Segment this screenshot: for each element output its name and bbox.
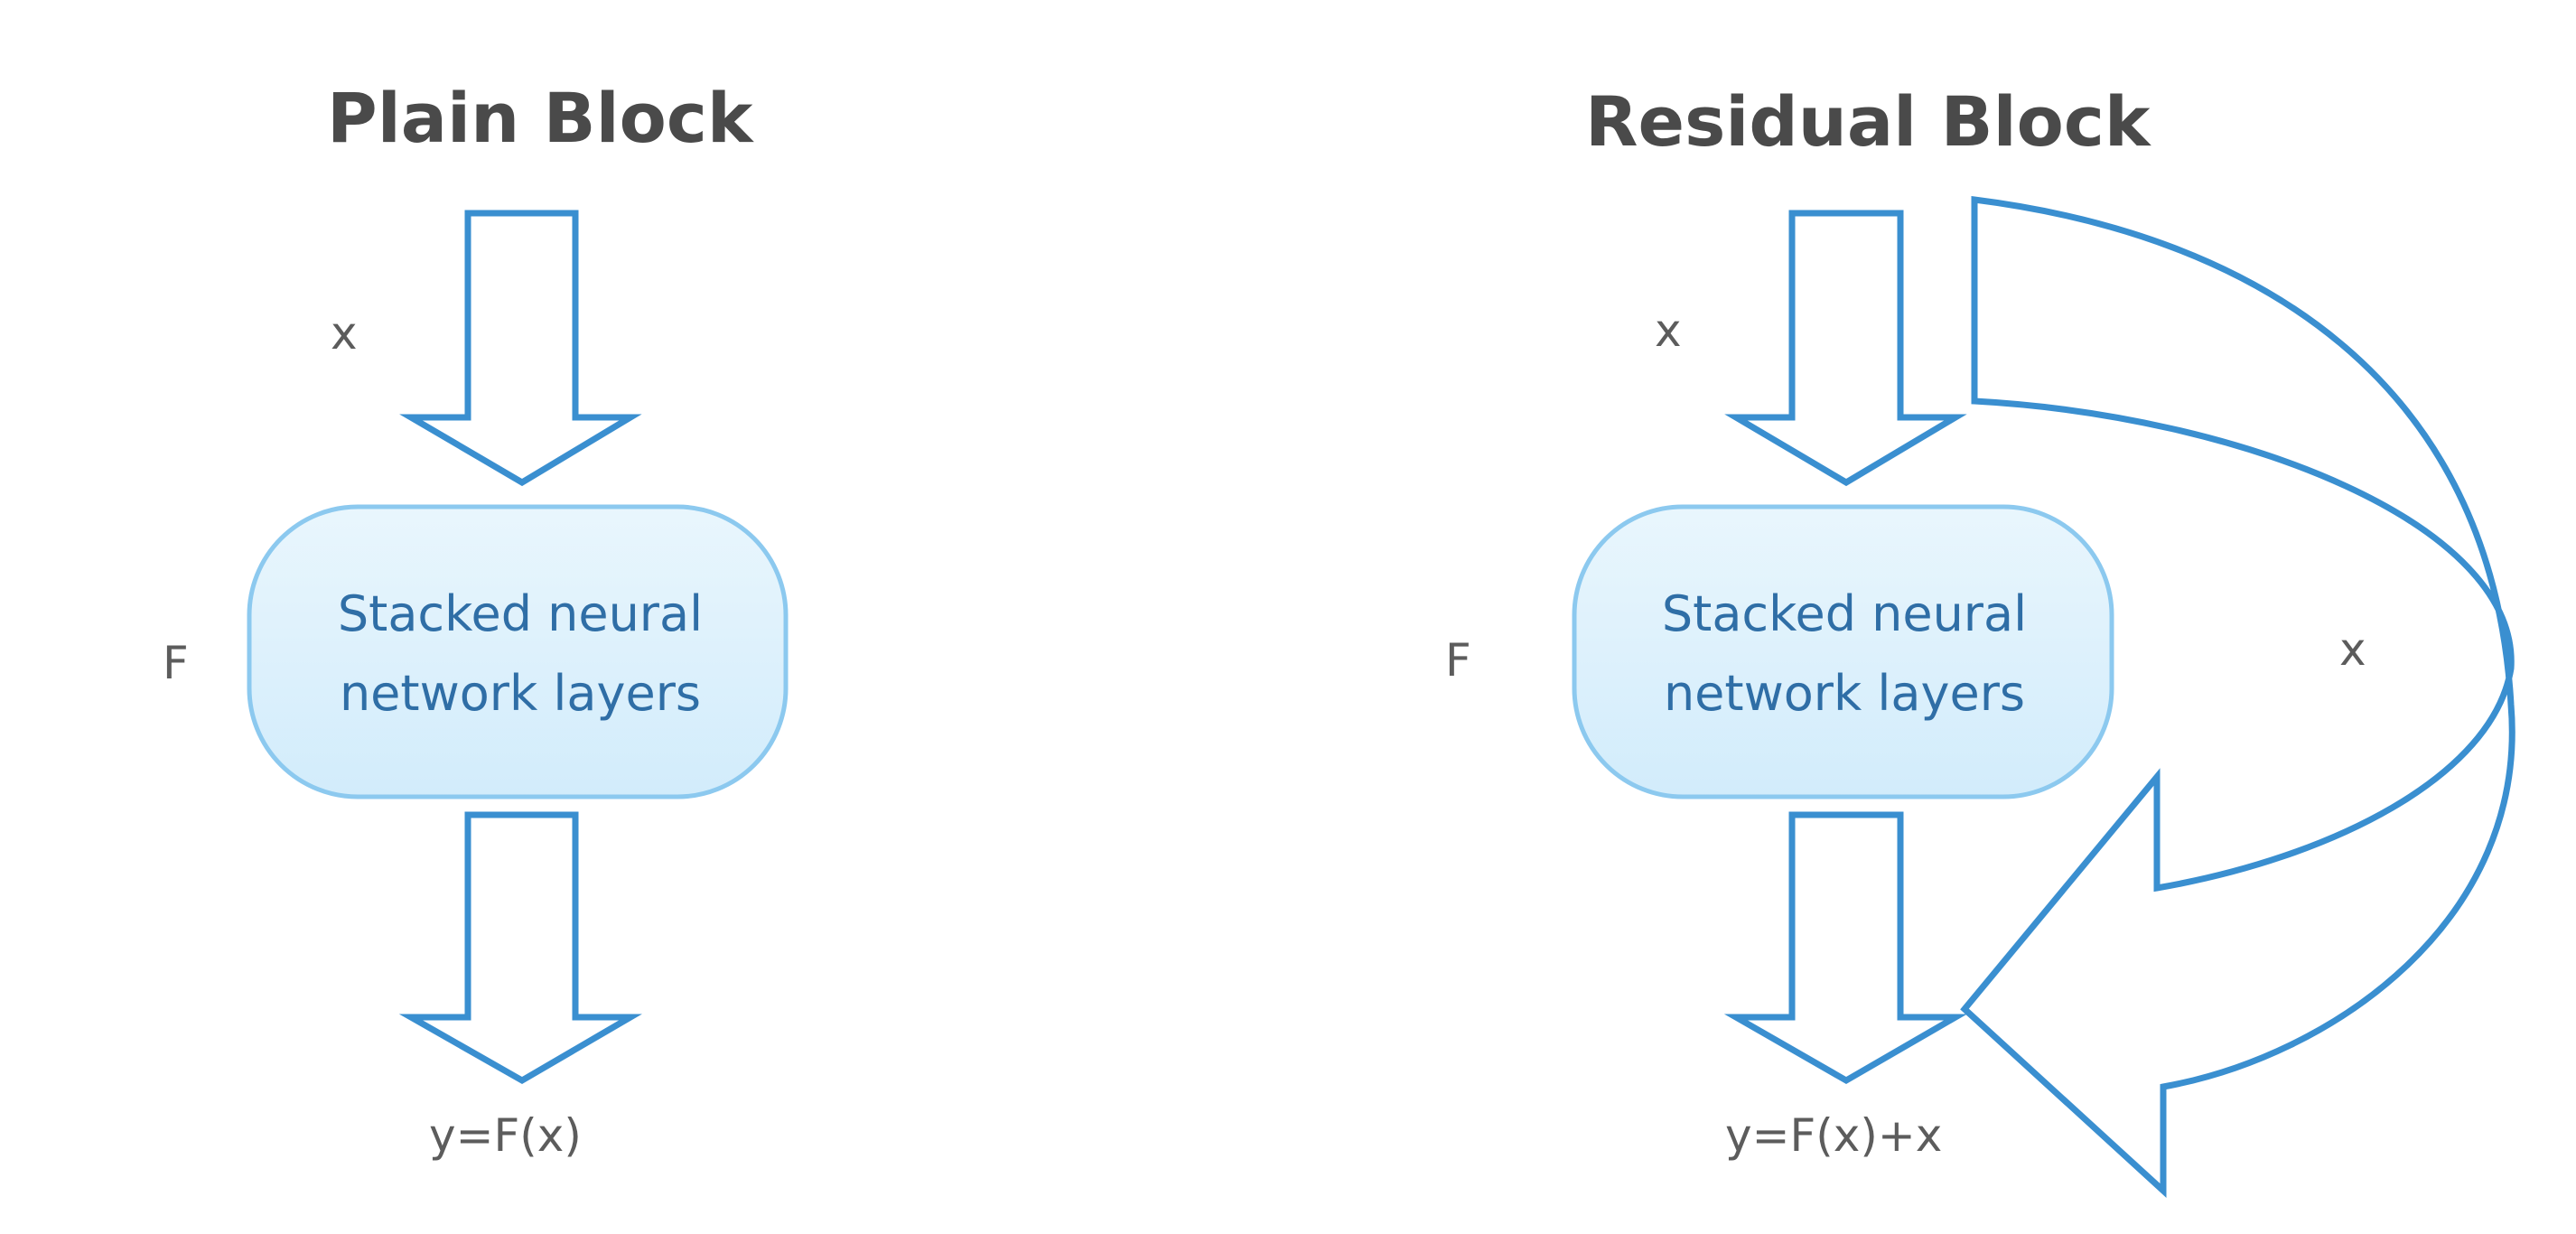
residual-skip-connection-arrow bbox=[1960, 196, 2515, 1198]
plain-output-arrow bbox=[398, 811, 642, 1085]
residual-layers-box bbox=[1572, 504, 2114, 799]
residual-skip-label: x bbox=[2339, 623, 2366, 676]
plain-box-line2: network layers bbox=[339, 665, 702, 722]
plain-input-label: x bbox=[331, 307, 358, 360]
plain-block-title: Plain Block bbox=[327, 78, 753, 158]
residual-box-text: Stacked neural network layers bbox=[1591, 575, 2097, 734]
residual-output-label: y=F(x)+x bbox=[1725, 1109, 1943, 1162]
residual-function-label: F bbox=[1445, 634, 1471, 687]
plain-box-line1: Stacked neural bbox=[337, 585, 704, 642]
residual-output-arrow bbox=[1723, 811, 1968, 1085]
residual-box-line2: network layers bbox=[1663, 665, 2026, 722]
plain-block bbox=[247, 210, 789, 1085]
plain-function-label: F bbox=[163, 637, 189, 689]
residual-block bbox=[1572, 196, 2515, 1198]
residual-block-title: Residual Block bbox=[1585, 81, 2151, 162]
residual-input-arrow bbox=[1724, 210, 1967, 487]
plain-output-label: y=F(x) bbox=[429, 1109, 582, 1162]
plain-input-arrow bbox=[399, 210, 642, 487]
plain-box-text: Stacked neural network layers bbox=[267, 575, 773, 734]
residual-input-label: x bbox=[1655, 304, 1682, 357]
residual-box-line1: Stacked neural bbox=[1661, 585, 2028, 642]
plain-layers-box bbox=[247, 504, 789, 799]
